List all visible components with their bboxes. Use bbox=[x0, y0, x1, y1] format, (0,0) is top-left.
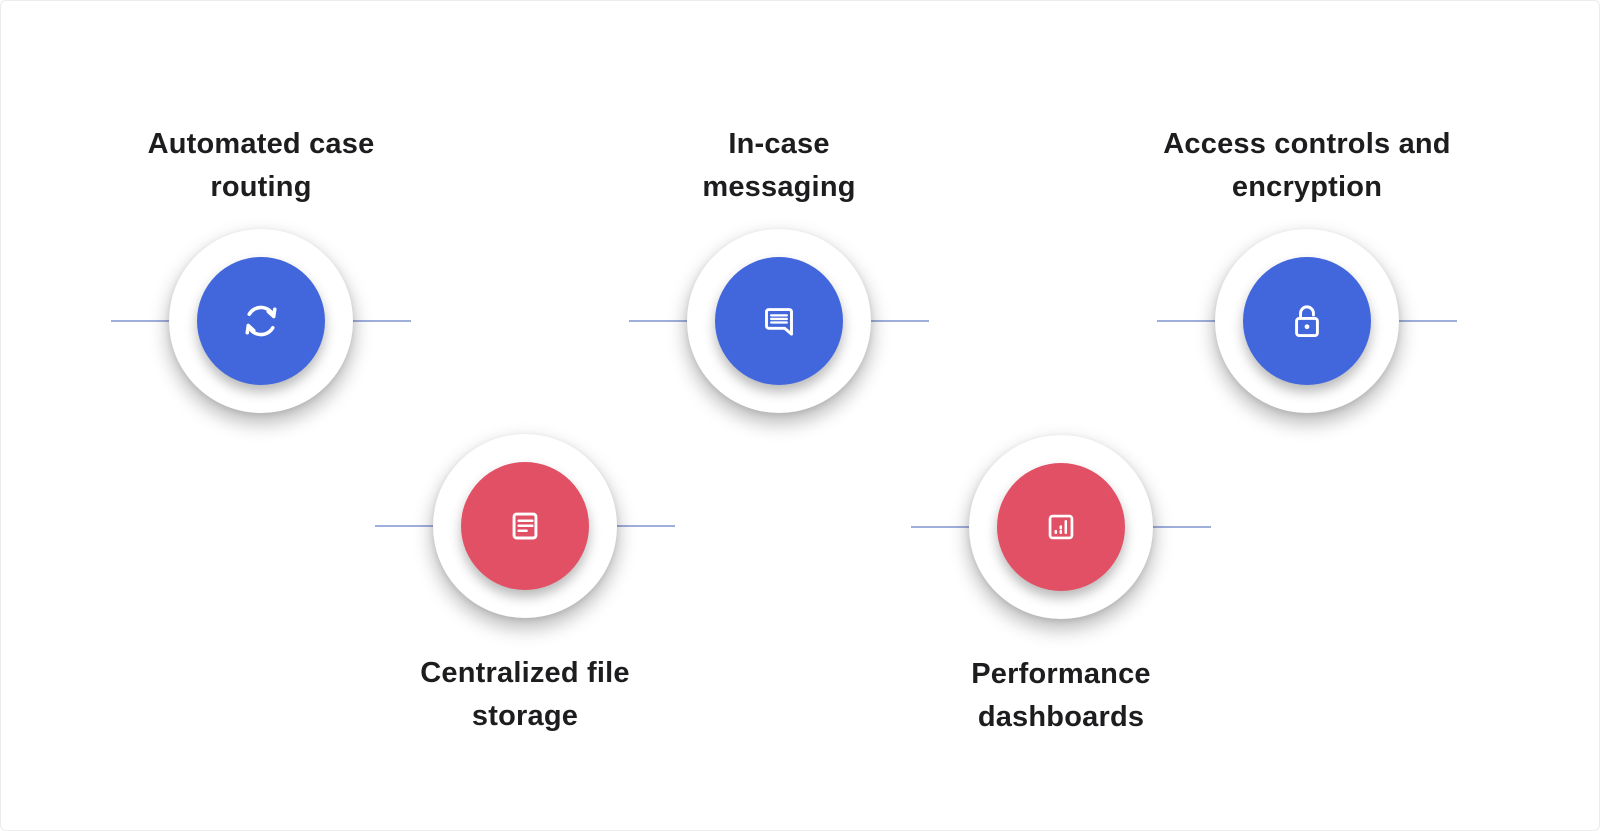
connector-line-right bbox=[353, 320, 411, 322]
feature-label-line2: storage bbox=[471, 700, 579, 732]
connector-line-left bbox=[111, 320, 169, 322]
connector-line-right bbox=[871, 320, 929, 322]
feature-node-centralized-file-storage: Centralized file storage bbox=[375, 434, 675, 732]
feature-node-automated-case-routing: Automated case routing bbox=[111, 128, 411, 413]
feature-label-line1: Access controls and bbox=[1163, 128, 1451, 160]
connector-line-right bbox=[1153, 526, 1211, 528]
feature-node-access-controls-encryption: Access controls and encryption bbox=[1157, 128, 1457, 413]
feature-label: Access controls and encryption bbox=[1163, 123, 1450, 209]
document-icon bbox=[500, 501, 550, 551]
sync-icon bbox=[236, 296, 286, 346]
feature-label-line2: dashboards bbox=[977, 701, 1145, 733]
chat-message-icon bbox=[754, 296, 804, 346]
connector-line-left bbox=[629, 320, 687, 322]
feature-circle bbox=[969, 435, 1153, 619]
feature-node-performance-dashboards: Performance dashboards bbox=[911, 435, 1211, 733]
feature-label-line1: Centralized file bbox=[420, 657, 630, 689]
connector-line-left bbox=[1157, 320, 1215, 322]
feature-circle bbox=[169, 229, 353, 413]
feature-circle bbox=[687, 229, 871, 413]
feature-label-line1: In-case bbox=[728, 128, 830, 160]
feature-label-line1: Automated case bbox=[147, 128, 375, 160]
open-lock-icon bbox=[1282, 296, 1332, 346]
feature-label-line2: encryption bbox=[1231, 171, 1383, 203]
feature-label: In-case messaging bbox=[702, 123, 855, 209]
feature-circle bbox=[433, 434, 617, 618]
feature-label: Automated case routing bbox=[148, 123, 375, 209]
feature-label: Centralized file storage bbox=[420, 652, 629, 738]
connector-line-left bbox=[911, 526, 969, 528]
feature-node-in-case-messaging: In-case messaging bbox=[629, 128, 929, 413]
feature-label: Performance dashboards bbox=[971, 653, 1151, 739]
connector-line-right bbox=[1399, 320, 1457, 322]
feature-circle bbox=[1215, 229, 1399, 413]
feature-label-line1: Performance bbox=[971, 658, 1151, 690]
bar-chart-icon bbox=[1036, 502, 1086, 552]
feature-label-line2: routing bbox=[210, 171, 312, 203]
connector-line-right bbox=[617, 525, 675, 527]
feature-label-line2: messaging bbox=[702, 171, 856, 203]
connector-line-left bbox=[375, 525, 433, 527]
